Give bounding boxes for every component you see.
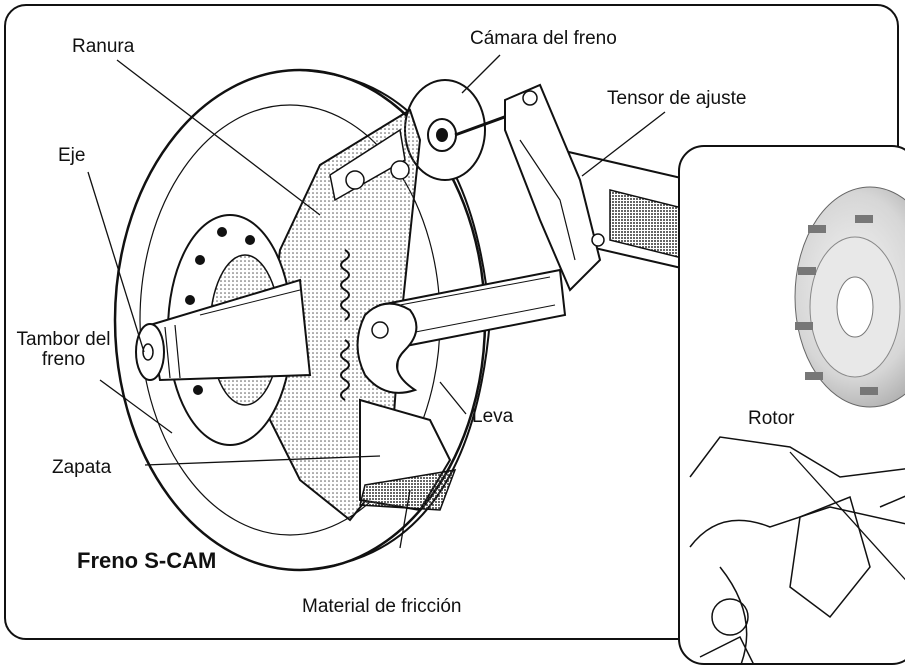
label-zapata: Zapata	[52, 457, 112, 478]
rotor-inset-panel	[678, 145, 905, 665]
slack-adjuster	[504, 83, 605, 292]
caliper-lineart	[689, 436, 905, 663]
brake-shoe-assembly	[258, 108, 457, 522]
label-leva: Leva	[472, 406, 514, 427]
label-tensor-de-ajuste: Tensor de ajuste	[607, 88, 747, 109]
label-tambor-line2: freno	[41, 348, 86, 370]
label-eje: Eje	[58, 145, 86, 166]
rotor-leader-line	[789, 451, 905, 581]
rotor-hub	[794, 186, 905, 408]
label-ranura: Ranura	[72, 36, 135, 57]
spindle	[135, 278, 312, 382]
leader-lines	[87, 54, 666, 549]
label-tambor-line1: Tambor del	[16, 329, 111, 350]
label-material-de-friccion: Material de fricción	[302, 596, 462, 617]
brake-chamber	[404, 79, 511, 181]
disc-brake-illustration	[689, 186, 905, 663]
s-cam-brake-illustration	[87, 54, 691, 572]
label-rotor: Rotor	[748, 408, 795, 429]
label-camara-del-freno: Cámara del freno	[470, 28, 617, 49]
label-tambor-del-freno: Tambor del freno	[6, 330, 121, 370]
diagram-title: Freno S-CAM	[77, 548, 217, 573]
camshaft	[356, 268, 567, 394]
